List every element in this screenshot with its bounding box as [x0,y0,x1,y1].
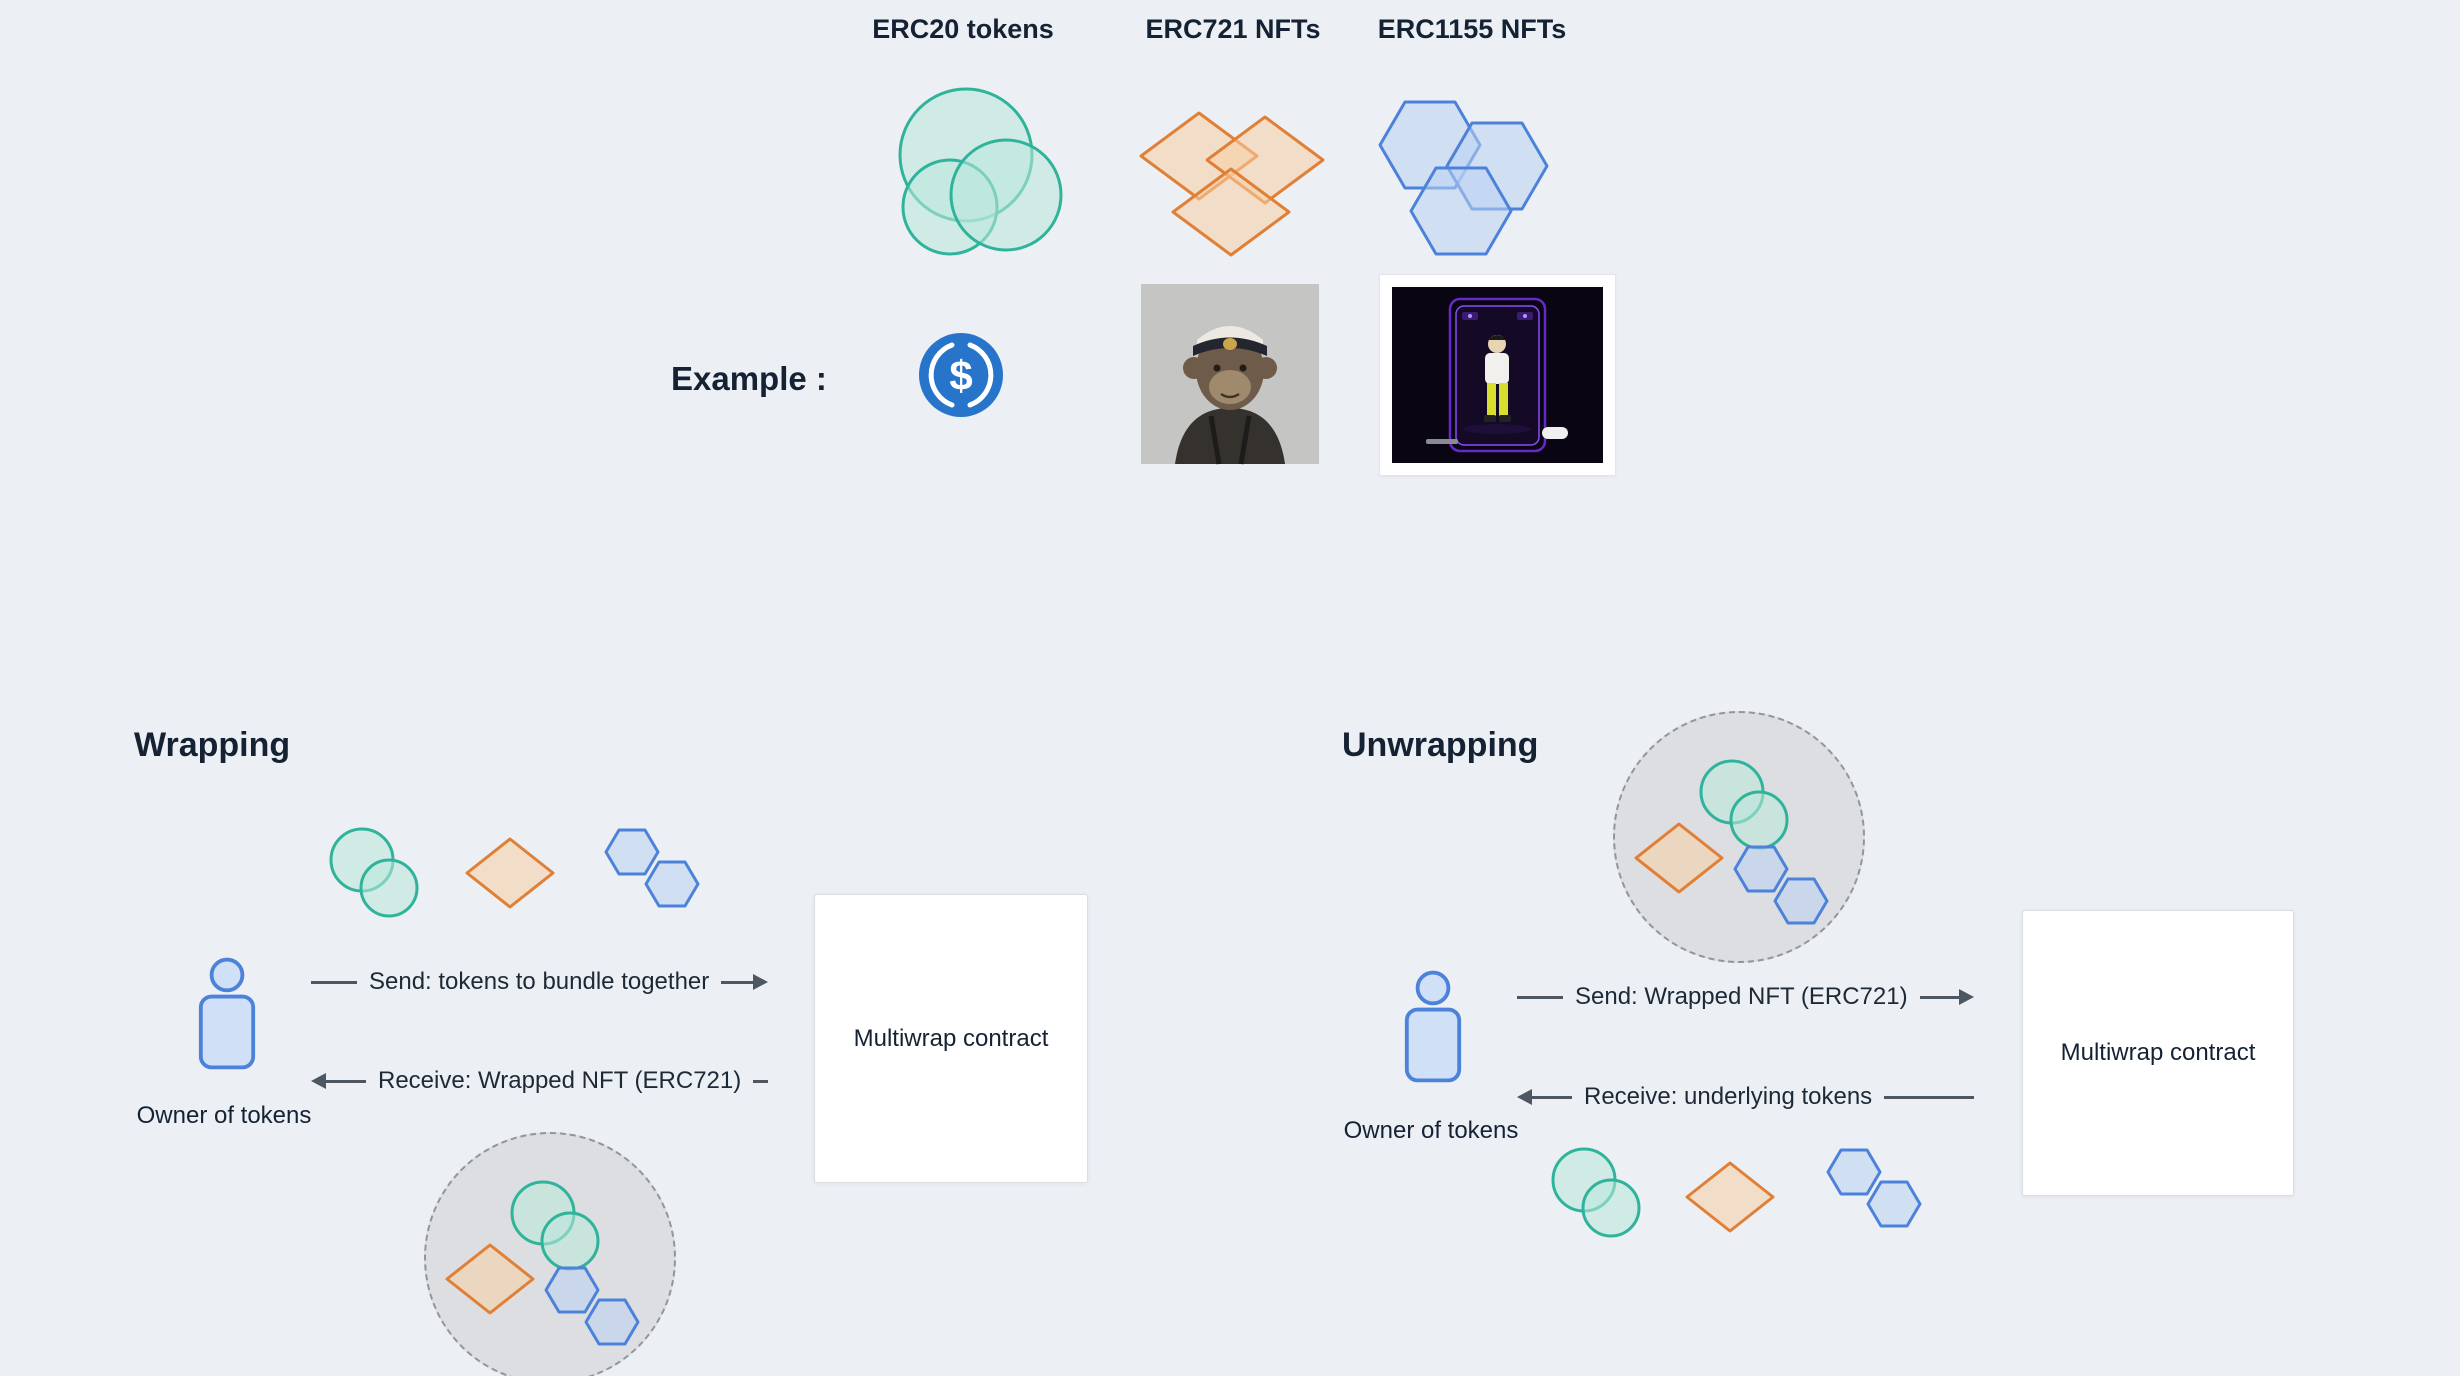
arrow-line [1532,1095,1572,1099]
arrow-line [1884,1095,1974,1099]
send-arrow-label: Send: tokens to bundle together [369,968,710,995]
multiwrap-contract-label: Multiwrap contract [2060,1039,2256,1066]
arrow-line [753,1079,768,1083]
erc1155-pair-icon [604,828,700,908]
erc721-nfts-icon [1139,111,1325,257]
svg-text:$: $ [949,352,972,399]
bundle-erc1155-pair-icon [544,1266,640,1346]
arrow-line [1517,995,1563,999]
multiwrap-contract-box: Multiwrap contract [814,894,1088,1183]
erc1155-nfts-label: ERC1155 NFTs [1377,14,1567,44]
edition-nft-card-art [1392,287,1603,463]
erc20-tokens-label: ERC20 tokens [872,14,1054,44]
receive-arrow: Receive: underlying tokens [1517,1077,1974,1117]
arrow-line [326,1079,366,1083]
arrow-line [721,980,753,984]
receive-arrow: Receive: Wrapped NFT (ERC721) [311,1061,768,1101]
arrow-line [1919,995,1959,999]
multiwrap-contract-box: Multiwrap contract [2022,910,2294,1196]
receive-arrow-label: Receive: Wrapped NFT (ERC721) [378,1067,742,1094]
owner-person-icon [1404,970,1462,1083]
multiwrap-contract-label: Multiwrap contract [853,1024,1049,1052]
bundle-erc721-diamond-icon [445,1243,535,1315]
arrowhead-right-icon [753,974,768,990]
usdc-coin-icon: $ [919,333,1003,417]
erc1155-pair-icon [1826,1148,1922,1228]
bundle-erc721-diamond-icon [1634,822,1724,894]
send-arrow-label: Send: Wrapped NFT (ERC721) [1575,983,1908,1010]
arrowhead-right-icon [1959,989,1974,1005]
erc20-tokens-icon [898,87,1063,256]
owner-of-tokens-label: Owner of tokens [1343,1117,1519,1144]
example-label: Example : [671,360,827,397]
bundle-erc1155-pair-icon [1733,845,1829,925]
unwrapping-title: Unwrapping [1342,726,1539,764]
erc20-pair-icon [329,827,419,918]
wrapped-bundle-icon [1613,711,1865,963]
send-arrow: Send: tokens to bundle together [311,962,768,1002]
receive-arrow-label: Receive: underlying tokens [1584,1083,1873,1110]
erc721-diamond-icon [1685,1161,1775,1233]
erc721-diamond-icon [465,837,555,909]
owner-of-tokens-label: Owner of tokens [136,1102,312,1129]
erc1155-nfts-icon [1378,100,1549,256]
arrowhead-left-icon [311,1073,326,1089]
send-arrow: Send: Wrapped NFT (ERC721) [1517,977,1974,1017]
bored-ape-nft-image [1141,284,1319,465]
owner-person-icon [198,957,256,1070]
wrapped-bundle-icon [424,1132,676,1376]
edition-nft-card-image [1380,275,1615,475]
erc721-nfts-label: ERC721 NFTs [1145,14,1321,44]
arrow-line [311,980,357,984]
wrapping-title: Wrapping [134,726,291,764]
arrowhead-left-icon [1517,1089,1532,1105]
erc20-pair-icon [1551,1147,1641,1238]
